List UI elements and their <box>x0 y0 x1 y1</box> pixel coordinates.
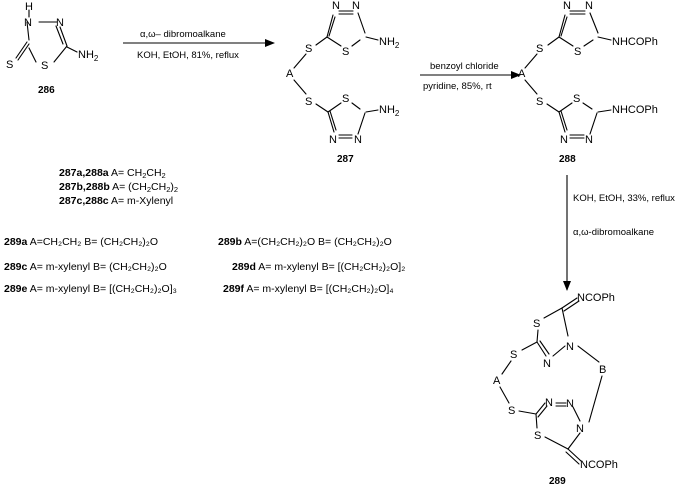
atom-n: N <box>24 17 32 29</box>
atom-s: S <box>533 318 540 330</box>
compound-label-287: 287 <box>337 154 354 165</box>
benzamide-group: NHCOPh <box>612 36 658 48</box>
legend-a-row: 287b,288b A= (CH2CH2)2 <box>59 181 179 194</box>
legend-289-row: 289b A=(CH₂CH₂)₂O B= (CH₂CH₂)₂O <box>218 236 392 248</box>
step3-reagent: α,ω-dibromoalkane <box>573 227 654 238</box>
step2-reagent: benzoyl chloride <box>430 61 499 72</box>
benzamide-group: NHCOPh <box>612 104 658 116</box>
compound-289-structure: S N N NCOPh S A S B N N N S <box>493 292 618 487</box>
atom-n: N <box>329 134 337 146</box>
atom-n: N <box>543 358 551 370</box>
compound-286-structure: H N N S S NH2 286 <box>6 1 99 96</box>
atom-s: S <box>573 93 580 105</box>
atom-h: H <box>25 1 33 13</box>
legend-a-row: 287c,288c A= m-Xylenyl <box>59 195 174 207</box>
step2-conditions: pyridine, 85%, rt <box>423 81 492 92</box>
atom-n: N <box>585 134 593 146</box>
amino-group: NH2 <box>379 36 400 50</box>
atom-s: S <box>574 46 581 58</box>
atom-n: N <box>566 398 574 410</box>
atom-n: N <box>576 423 584 435</box>
atom-s: S <box>534 430 541 442</box>
compound-label-289: 289 <box>549 476 566 487</box>
legend-289-row: 289d A= m-xylenyl B= [(CH₂CH₂)₂O]₂ <box>232 261 406 273</box>
legend-289-row: 289c A= m-xylenyl B= (CH₂CH₂)₂O <box>4 261 167 273</box>
compound-id: 287b,288b <box>59 181 110 193</box>
legend-289-row: 289a A=CH₂CH₂ B= (CH₂CH₂)₂O <box>4 236 159 248</box>
compound-label-288: 288 <box>559 154 576 165</box>
step3-conditions: KOH, EtOH, 33%, reflux <box>573 193 675 204</box>
legend-289-row: 289f A= m-xylenyl B= [(CH₂CH₂)₂O]₄ <box>223 283 394 295</box>
compound-id: 287a,288a <box>59 167 109 179</box>
atom-s: S <box>536 43 543 55</box>
atom-n: N <box>585 0 593 12</box>
atom-s: S <box>342 46 349 58</box>
compound-id: 287c,288c <box>59 195 109 207</box>
atom-a: A <box>286 68 294 80</box>
atom-n: N <box>563 0 571 12</box>
legend-289-row: 289e A= m-xylenyl B= [(CH₂CH₂)₂O]₃ <box>4 283 177 295</box>
atom-n: N <box>545 397 553 409</box>
benzoylimino-group: NCOPh <box>580 459 618 471</box>
atom-n: N <box>56 17 64 29</box>
atom-n: N <box>566 341 574 353</box>
legend-a-row: 287a,288a A= CH2CH2 <box>59 167 166 180</box>
atom-s: S <box>305 43 312 55</box>
atom-n: N <box>332 0 340 12</box>
atom-n: N <box>352 0 360 12</box>
compound-288-structure: N N S NHCOPh S A S S N N NHCOPh 288 <box>518 0 658 165</box>
amino-group: NH2 <box>78 49 99 63</box>
amino-group: NH2 <box>379 104 400 118</box>
atom-s: S <box>510 349 517 361</box>
atom-n: N <box>354 134 362 146</box>
step1-reagent: α,ω– dibromoalkane <box>140 29 226 40</box>
step1-conditions: KOH, EtOH, 81%, reflux <box>137 50 239 61</box>
atom-s: S <box>41 60 48 72</box>
benzoylimino-group: NCOPh <box>577 292 615 304</box>
atom-s: S <box>508 405 515 417</box>
atom-b: B <box>599 364 606 376</box>
compound-287-structure: N N S NH2 S A S S N N NH2 287 <box>286 0 400 165</box>
atom-s: S <box>6 59 13 71</box>
atom-n: N <box>560 134 568 146</box>
compound-label-286: 286 <box>38 85 55 96</box>
atom-a: A <box>518 68 526 80</box>
atom-a: A <box>493 375 501 387</box>
atom-s: S <box>342 93 349 105</box>
atom-s: S <box>305 96 312 108</box>
atom-s: S <box>536 96 543 108</box>
